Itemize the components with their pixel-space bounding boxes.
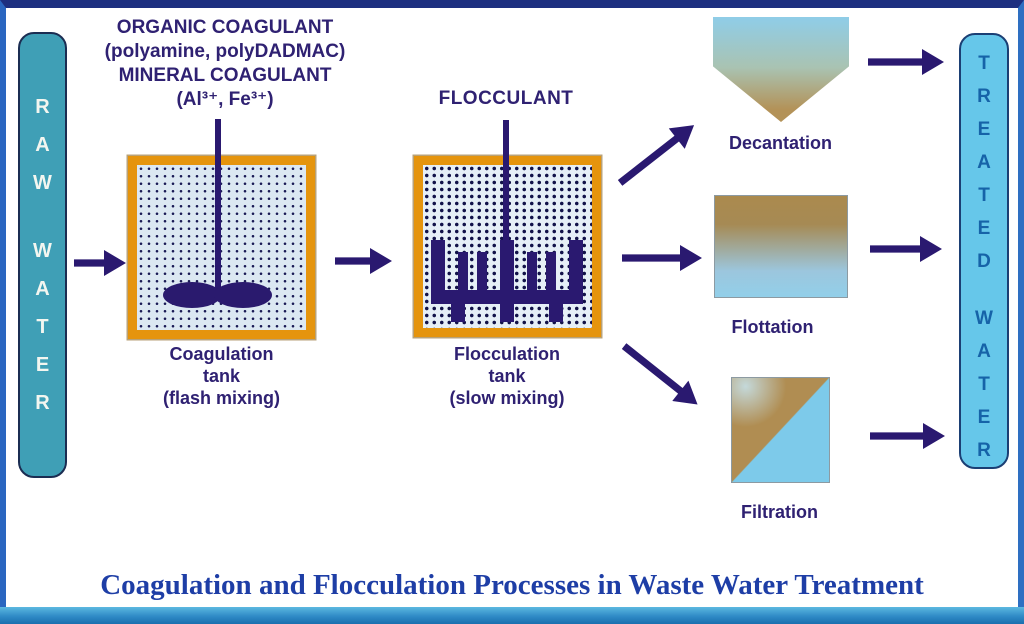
- coagulation-tank-line-1: Coagulation: [169, 344, 274, 364]
- arrow-filtration-to-treated-icon: [870, 423, 945, 449]
- arrow-coagulation-to-flocculation-icon: [335, 248, 392, 274]
- coagulant-line-1: ORGANIC COAGULANT: [116, 17, 334, 38]
- raw-water-word-2: WATER: [31, 240, 54, 430]
- raw-water-box: RAW WATER: [18, 32, 67, 478]
- flocculation-tank-line-2: tank: [488, 365, 526, 386]
- flocculant-dosing-rod: [503, 120, 509, 248]
- paddle-mixer-icon: [431, 240, 583, 322]
- coagulant-dosing-rod: [215, 119, 221, 293]
- arrow-flocculation-to-flottation-icon: [622, 245, 702, 271]
- flottation-cell: [714, 195, 848, 298]
- arrow-flocculation-to-decantation-icon: [612, 115, 702, 193]
- coagulation-tank-label: Coagulation tank (flash mixing): [124, 344, 319, 410]
- coagulant-line-3: MINERAL COAGULANT: [118, 64, 332, 86]
- coagulation-tank-line-2: tank: [202, 365, 240, 386]
- arrow-decantation-to-treated-icon: [868, 49, 944, 75]
- flocculant-label: FLOCCULANT: [438, 88, 574, 109]
- decantation-label: Decantation: [728, 133, 833, 153]
- bottom-bar: [0, 607, 1024, 624]
- impeller-blade-right-icon: [214, 282, 272, 308]
- coagulant-label: ORGANIC COAGULANT (polyamine, polyDADMAC…: [80, 16, 370, 112]
- filtration-label: Filtration: [741, 502, 818, 522]
- treated-water-word-2: WATER: [973, 308, 995, 473]
- decantation-cell: [713, 17, 849, 122]
- page-title: Coagulation and Flocculation Processes i…: [100, 569, 924, 601]
- flocculation-tank-line-3: (slow mixing): [449, 387, 565, 408]
- coagulation-tank-line-3: (flash mixing): [162, 387, 280, 408]
- coagulant-line-2: (polyamine, polyDADMAC): [104, 40, 346, 62]
- treated-water-box: TREATED WATER: [959, 33, 1009, 473]
- impeller-blade-left-icon: [163, 282, 221, 308]
- treated-water-word-1: TREATED: [973, 53, 995, 284]
- coagulant-line-4: (Al³⁺, Fe³⁺): [176, 88, 274, 110]
- flocculation-tank-label: Flocculation tank (slow mixing): [412, 344, 602, 410]
- arrow-flottation-to-treated-icon: [870, 236, 942, 262]
- raw-water-word-1: RAW: [31, 96, 54, 210]
- arrow-raw-to-coagulation-icon: [74, 250, 126, 276]
- coagulation-tank: [128, 156, 315, 339]
- flocculation-tank-line-1: Flocculation: [453, 344, 560, 364]
- filtration-cell: [731, 377, 830, 483]
- arrow-flocculation-to-filtration-icon: [616, 336, 706, 415]
- flottation-label: Flottation: [731, 317, 814, 337]
